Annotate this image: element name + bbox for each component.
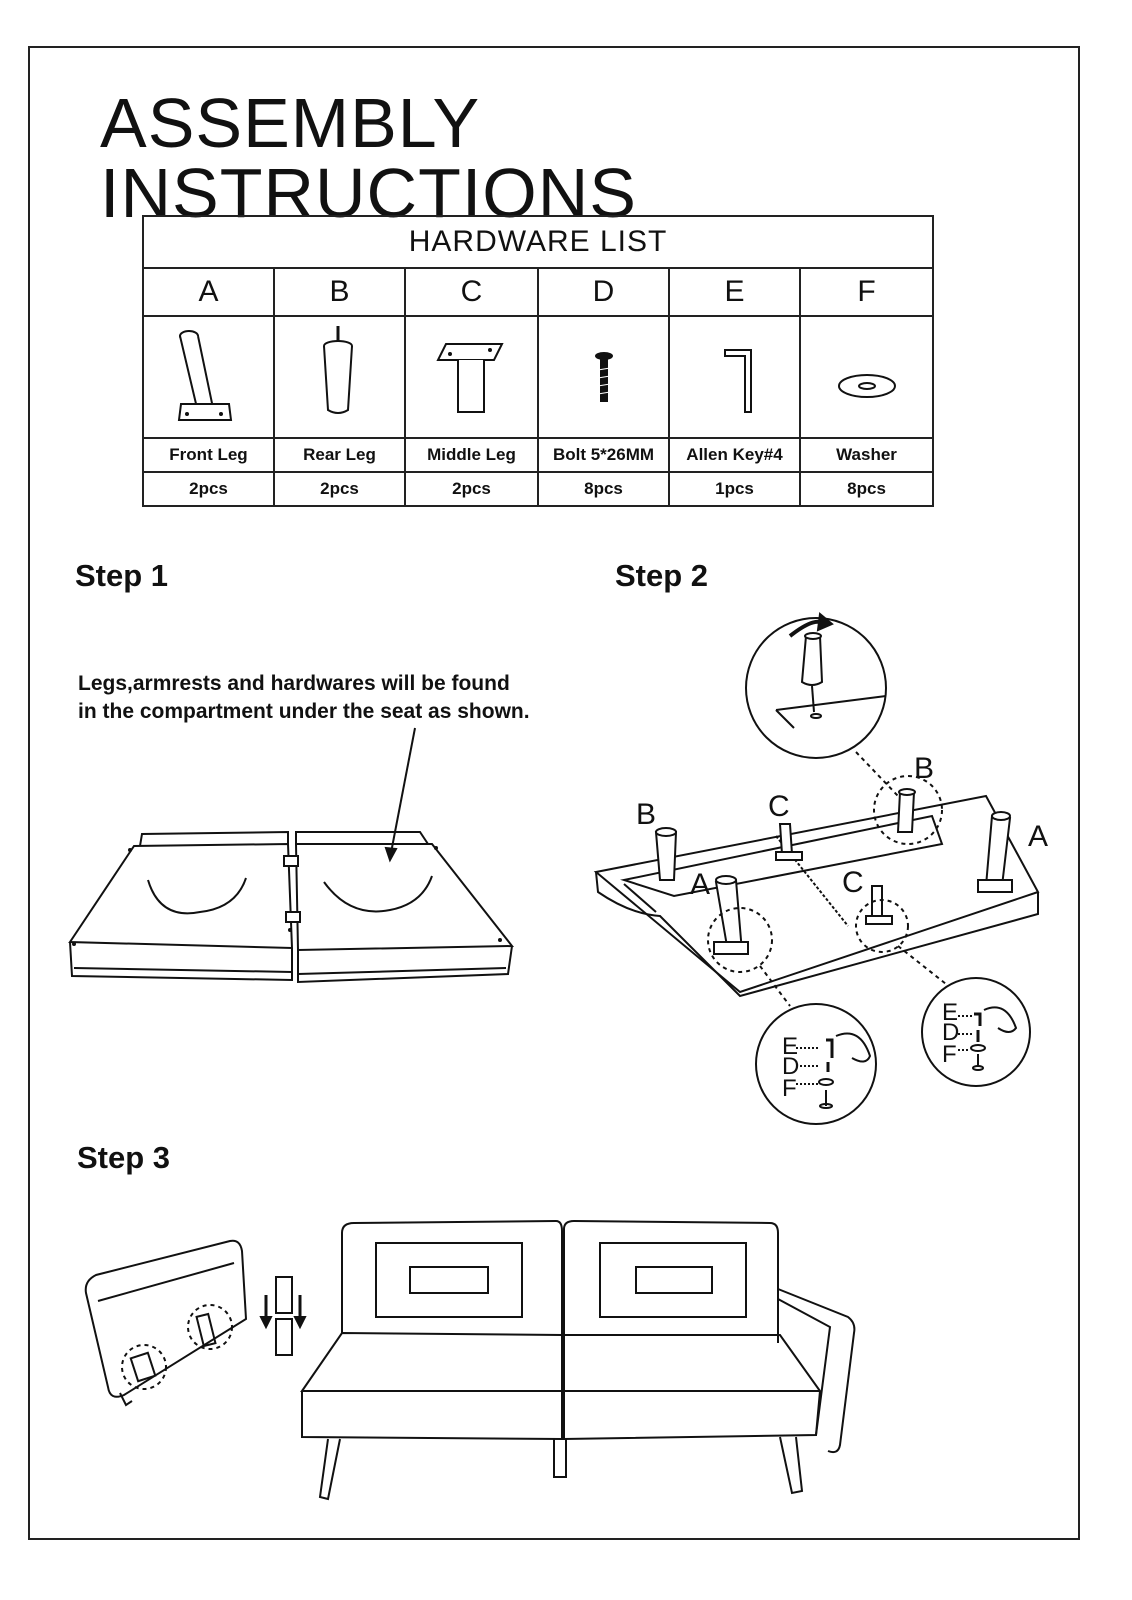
- hardware-letter: E: [668, 267, 801, 317]
- detail-label: F: [942, 1041, 957, 1068]
- rear-leg-icon: [273, 315, 406, 439]
- detail-label: D: [942, 1019, 959, 1046]
- hardware-qty: 1pcs: [668, 471, 801, 507]
- hardware-table: HARDWARE LIST A B C D E F: [141, 215, 935, 507]
- hardware-name: Washer: [798, 437, 935, 473]
- hardware-letter: A: [142, 267, 275, 317]
- hardware-heading: HARDWARE LIST: [141, 215, 935, 269]
- hardware-letter: B: [273, 267, 406, 317]
- front-leg-icon: [142, 315, 275, 439]
- washer-icon: [798, 315, 935, 439]
- step-3-illustration: [84, 1219, 856, 1501]
- step-1-label: Step 1: [75, 558, 169, 593]
- step-1-note: Legs,armrests and hardwares will be foun…: [78, 670, 530, 726]
- callout-label: B: [914, 752, 934, 785]
- page-title: ASSEMBLY INSTRUCTIONS: [100, 84, 637, 232]
- middle-leg-icon: [404, 315, 539, 439]
- hardware-letter: C: [404, 267, 539, 317]
- hardware-name: Allen Key#4: [668, 437, 801, 473]
- hardware-name: Front Leg: [142, 437, 275, 473]
- hardware-qty: 8pcs: [798, 471, 935, 507]
- step-1-note-line: Legs,armrests and hardwares will be foun…: [78, 672, 510, 695]
- callout-label: B: [636, 798, 656, 831]
- hardware-qty: 2pcs: [273, 471, 406, 507]
- hardware-qty: 8pcs: [537, 471, 670, 507]
- detail-label: D: [782, 1053, 799, 1080]
- detail-label: F: [782, 1075, 797, 1102]
- hardware-letter: F: [798, 267, 935, 317]
- hardware-name: Bolt 5*26MM: [537, 437, 670, 473]
- allen-key-icon: [668, 315, 801, 439]
- step-2-label: Step 2: [615, 558, 709, 593]
- hardware-name: Rear Leg: [273, 437, 406, 473]
- hardware-letter: D: [537, 267, 670, 317]
- detail-label: E: [782, 1033, 798, 1060]
- callout-label: A: [1028, 820, 1048, 853]
- step-1-note-line: in the compartment under the seat as sho…: [78, 700, 530, 723]
- detail-label: E: [942, 999, 958, 1026]
- step-2-illustration: B C A B C A E D F E D F: [593, 612, 1048, 1125]
- callout-label: C: [768, 790, 790, 823]
- callout-label: C: [842, 866, 864, 899]
- page-border: [28, 46, 1080, 1540]
- hardware-name: Middle Leg: [404, 437, 539, 473]
- step-3-label: Step 3: [77, 1140, 171, 1175]
- bolt-icon: [537, 315, 670, 439]
- callout-label: A: [690, 868, 710, 901]
- step-1-seat-illustration: [68, 727, 515, 984]
- hardware-qty: 2pcs: [142, 471, 275, 507]
- hardware-qty: 2pcs: [404, 471, 539, 507]
